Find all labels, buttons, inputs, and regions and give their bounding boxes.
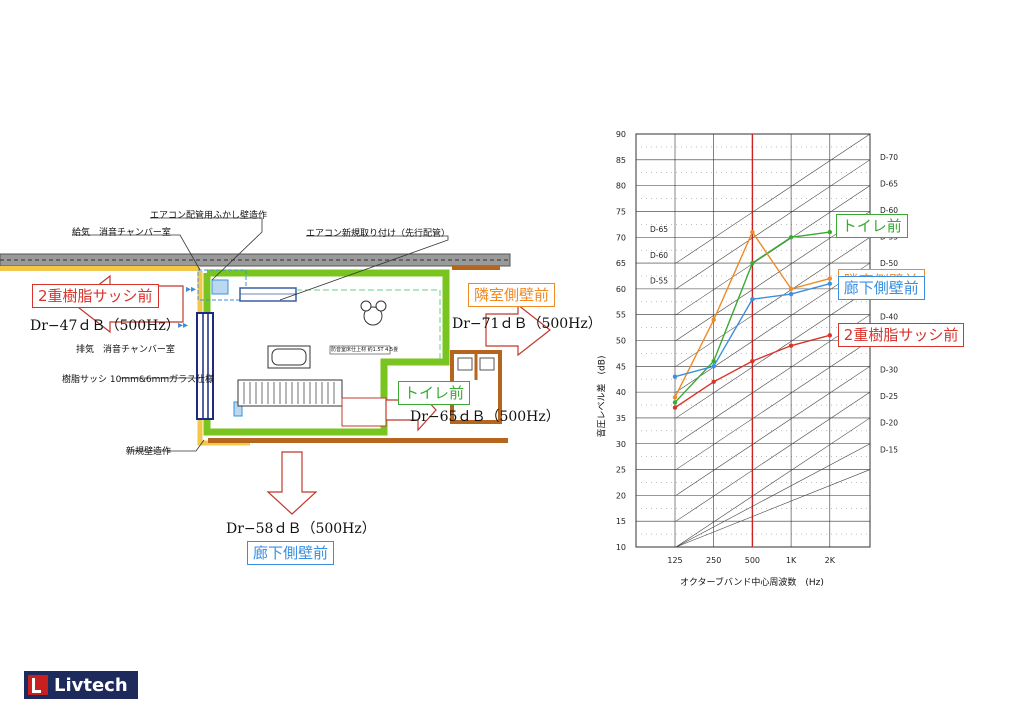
value-toilet: Dr−65ｄＢ（500Hz） [410,409,560,425]
y-tick-label: 40 [616,388,626,397]
series-point [711,364,716,369]
d-curve-label: D-15 [880,445,898,454]
d-curve-label-left: D-65 [650,225,668,234]
series-point [827,229,832,235]
series-point [827,333,832,338]
label-supply-chamber: 給気 消音チャンバー室 [72,228,171,238]
value-corridor: Dr−58ｄＢ（500Hz） [226,521,376,537]
d-curve-line [675,237,871,367]
y-tick-label: 70 [616,233,626,242]
d-curve-line [675,133,871,264]
logo-text: Livtech [54,674,128,696]
label-new-wall: 新規壁造作 [126,447,172,457]
series-point [711,379,716,384]
d-curve-line [675,366,871,496]
y-tick-label: 25 [616,466,626,475]
series-point [788,235,794,240]
y-tick-label: 85 [616,156,626,165]
d-curve-label-left: D-55 [650,277,668,286]
svg-text:▸▸: ▸▸ [178,320,188,331]
series-point [750,297,755,302]
tag-sash: 2重樹脂サッシ前 [32,284,159,308]
series-point [711,317,716,323]
d-curve-line [675,262,871,393]
y-tick-label: 75 [616,207,626,216]
x-tick-label: 125 [667,556,682,565]
series-point [827,281,832,286]
series-point [672,395,678,400]
y-tick-label: 65 [616,259,626,268]
y-tick-label: 45 [616,362,626,371]
tag-corridor: 廊下側壁前 [247,541,335,565]
tag-neighbor: 隣室側壁前 [468,283,556,307]
y-tick-label: 35 [616,414,626,423]
series-tag: トイレ前 [835,214,908,239]
d-curve-line [675,159,871,290]
label-exhaust-chamber: 排気 消音チャンバー室 [76,345,175,355]
svg-text:▸▸: ▸▸ [186,284,196,295]
chart-xlabel: オクターブバンド中心周波数 (Hz) [680,578,824,588]
x-tick-label: 2K [825,556,836,565]
label-room-sign: 防音室床仕上材 約1.5T 4.5畳 [331,347,399,353]
series-point [672,374,678,379]
series-point [788,286,794,292]
d-curve-label: D-65 [880,179,898,188]
livtech-logo: Livtech [24,671,138,699]
series-point [750,260,755,266]
y-tick-label: 60 [616,285,626,294]
y-tick-label: 30 [616,440,626,449]
y-tick-label: 90 [616,130,626,139]
label-aircon-pipe-wall: エアコン配管用ふかし壁造作 [150,211,268,221]
d-curve-label: D-40 [880,312,898,321]
series-point [672,405,678,410]
x-tick-label: 250 [706,556,721,565]
y-tick-label: 80 [616,182,626,191]
series-point [788,291,794,297]
d-curve-label: D-30 [880,366,898,375]
d-curve-label: D-20 [880,419,898,428]
d-curve-line [675,340,871,470]
x-tick-label: 500 [745,556,760,565]
label-resin-sash: 樹脂サッシ 10mm&6mmガラス仕様 [62,375,214,385]
chart-ylabel: 音圧レベル差 (dB) [597,355,608,438]
y-tick-label: 55 [616,311,626,320]
series-tag: 2重樹脂サッシ前 [837,323,965,348]
y-tick-label: 50 [616,337,626,346]
series-point [750,358,755,364]
series-tag: 廊下側壁前 [837,275,925,300]
d-curve-line [675,417,871,548]
livtech-logo-mark-icon [28,675,48,695]
d-curve-label: D-70 [880,153,898,162]
y-tick-label: 15 [616,517,626,526]
series-point [672,400,678,405]
d-curve-line [675,469,871,548]
series-point [750,229,755,235]
d-curve-line [675,314,871,444]
d-curve-line [675,391,871,522]
series-point [711,358,716,364]
value-neighbor: Dr−71ｄＢ（500Hz） [452,316,602,332]
y-tick-label: 10 [616,543,626,552]
y-tick-label: 20 [616,491,626,500]
series-point [827,276,832,281]
label-aircon-new: エアコン新規取り付け（先行配管） [306,229,451,239]
x-tick-label: 1K [786,556,797,565]
d-curve-label: D-50 [880,259,898,268]
d-curve-label-left: D-60 [650,251,668,260]
d-curve-label: D-60 [880,206,898,215]
tag-toilet: トイレ前 [398,381,471,405]
series-point [788,343,794,348]
value-sash: Dr−47ｄＢ（500Hz） [30,318,180,334]
d-curve-label: D-25 [880,392,898,401]
d-curve-line [675,443,871,548]
